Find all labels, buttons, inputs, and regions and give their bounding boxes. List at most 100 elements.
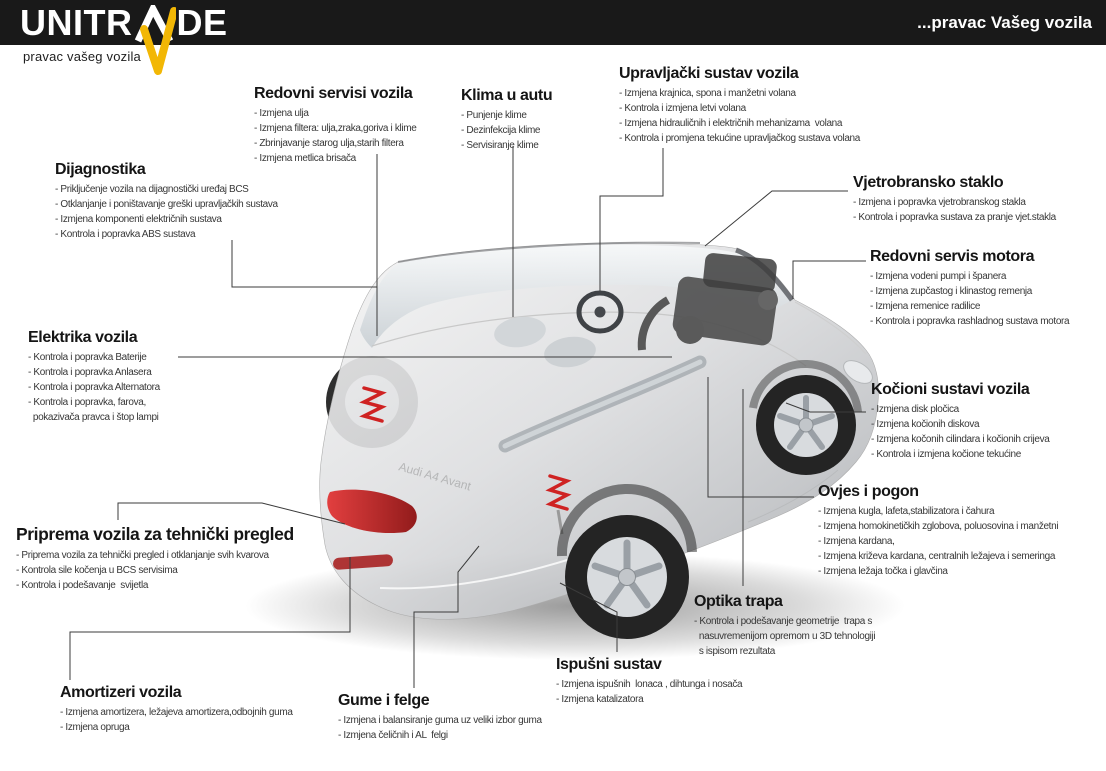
service-item: - Priključenje vozila na dijagnostički u… xyxy=(55,184,249,195)
a-pillar xyxy=(735,247,795,302)
service-item: - Punjenje klime xyxy=(461,110,527,121)
section-dijagnostika: Dijagnostika - Priključenje vozila na di… xyxy=(55,160,278,242)
service-item: - Kontrola i podešavanje svijetla xyxy=(16,580,149,591)
service-item: - Kontrola i izmjena letvi volana xyxy=(619,103,746,114)
section-title: Vjetrobransko staklo xyxy=(853,174,1004,191)
shock-rod xyxy=(556,509,564,535)
car-body xyxy=(319,242,879,620)
service-item: - Dezinfekcija klime xyxy=(461,125,541,136)
section-optika-trapa: Optika trapa - Kontrola i podešavanje ge… xyxy=(694,592,876,659)
service-item: - Izmjena amortizera, ležajeva amortizer… xyxy=(60,707,293,718)
service-item: - Izmjena čeličnih i AL felgi xyxy=(338,730,448,741)
header-slogan: ...pravac Vašeg vozila xyxy=(917,13,1092,32)
service-item: - Kontrola i izmjena kočione tekućine xyxy=(871,449,1021,460)
brand-text-left: UNITR xyxy=(20,2,133,43)
section-title: Optika trapa xyxy=(694,593,783,610)
beltline-crease xyxy=(371,311,807,367)
section-title: Elektrika vozila xyxy=(28,329,138,346)
service-item: - Kontrola i popravka Anlasera xyxy=(28,367,152,378)
wheel-arch-front-right xyxy=(749,360,862,413)
brand-text-right: DE xyxy=(176,2,228,43)
callout-line-servis-motora xyxy=(792,260,866,299)
section-klima: Klima u autu - Punjenje klime- Dezinfekc… xyxy=(461,86,553,153)
section-vjetrobransko-staklo: Vjetrobransko staklo - Izmjena i popravk… xyxy=(853,173,1056,225)
section-items: - Izmjena amortizera, ležajeva amortizer… xyxy=(60,705,293,735)
service-item: - Kontrola i popravka Baterije xyxy=(28,352,147,363)
steering-wheel xyxy=(576,290,624,334)
section-title: Ispušni sustav xyxy=(556,656,662,673)
service-item: - Kontrola i promjena tekućine upravljač… xyxy=(619,133,860,144)
section-servis-motora: Redovni servis motora - Izmjena vodeni p… xyxy=(870,247,1070,329)
section-items: - Izmjena kugla, lafeta,stabilizatora i … xyxy=(818,504,1059,579)
tail-light-lower xyxy=(333,554,393,570)
section-amortizeri: Amortizeri vozila - Izmjena amortizera, … xyxy=(60,683,293,735)
rocker-highlight xyxy=(379,527,661,590)
service-item: - Servisiranje klime xyxy=(461,140,539,151)
service-item: - Izmjena krajnica, spona i manžetni vol… xyxy=(619,88,796,99)
service-item: - Otklanjanje i poništavanje greški upra… xyxy=(55,199,278,210)
section-items: - Izmjena krajnica, spona i manžetni vol… xyxy=(619,86,860,146)
service-item: - Kontrola i popravka ABS sustava xyxy=(55,229,196,240)
service-item: - Izmjena remenice radilice xyxy=(870,301,981,312)
service-item: - Izmjena ležaja točka i glavčina xyxy=(818,566,948,577)
service-item: - Priprema vozila za tehnički pregled i … xyxy=(16,550,269,561)
tail-light xyxy=(327,489,417,534)
engine-block xyxy=(637,253,778,351)
section-items: - Punjenje klime - Dezinfekcija klime - Se… xyxy=(461,108,552,153)
callout-line-upravljacki xyxy=(599,148,664,291)
service-item: - Izmjena križeva kardana, centralnih le… xyxy=(818,551,1056,562)
coil-spring-rear xyxy=(359,386,387,423)
brand-tagline: pravac vašeg vozila xyxy=(23,49,141,64)
service-item: - Kontrola i podešavanje geometrije trap… xyxy=(694,616,873,627)
section-kocioni-sustavi: Kočioni sustavi vozila - Izmjena disk pl… xyxy=(871,380,1050,462)
service-item: - Izmjena disk pločica xyxy=(871,404,959,415)
section-items: - Priključenje vozila na dijagnostički u… xyxy=(55,182,278,242)
section-title: Ovjes i pogon xyxy=(818,483,919,500)
callout-line-ovjes xyxy=(707,377,814,498)
service-item: - Izmjena hidrauličnih i električnih meh… xyxy=(619,118,843,129)
section-items: - Izmjena i popravka vjetrobranskog stak… xyxy=(853,195,1056,225)
car-glasshouse xyxy=(360,244,792,348)
section-items: - Kontrola i podešavanje geometrije trap… xyxy=(694,614,876,659)
section-items: - Izmjena i balansiranje guma uz veliki … xyxy=(338,713,542,743)
service-item: - Kontrola i popravka rashladnog sustava… xyxy=(870,316,1070,327)
section-items: - Izmjena ulja - Izmjena filtera: ulja,zr… xyxy=(254,106,417,166)
service-item: - Izmjena katalizatora xyxy=(556,694,644,705)
service-item: - Izmjena zupčastog i klinastog remenja xyxy=(870,286,1032,297)
service-item: - Izmjena komponenti električnih sustava xyxy=(55,214,222,225)
service-item: - Izmjena filtera: ulja,zraka,goriva i k… xyxy=(254,123,417,134)
section-title: Gume i felge xyxy=(338,692,430,709)
service-item: - Izmjena metlica brisača xyxy=(254,153,356,164)
driveline xyxy=(498,355,707,453)
service-item: - Izmjena kugla, lafeta,stabilizatora i … xyxy=(818,506,995,517)
callout-line-gume xyxy=(413,545,480,688)
section-redovni-servisi: Redovni servisi vozila - Izmjena ulja- I… xyxy=(254,84,417,166)
service-item: - Izmjena ulja xyxy=(254,108,309,119)
service-item: nasuvremenijom opremom u 3D tehnologiji xyxy=(694,631,876,642)
section-items: - Izmjena vodeni pumpi i španera - Izmjen… xyxy=(870,269,1070,329)
section-title: Redovni servis motora xyxy=(870,248,1035,265)
service-item: - Izmjena vodeni pumpi i španera xyxy=(870,271,1007,282)
service-item: - Izmjena kočonih cilindara i kočionih c… xyxy=(871,434,1050,445)
wheel-arch-front-left xyxy=(556,483,697,557)
service-item: - Izmjena opruga xyxy=(60,722,130,733)
service-item: - Izmjena i popravka vjetrobranskog stak… xyxy=(853,197,1026,208)
header-bar xyxy=(0,0,1106,45)
section-title: Dijagnostika xyxy=(55,161,146,178)
section-items: - Priprema vozila za tehnički pregled i … xyxy=(16,548,294,593)
section-title: Amortizeri vozila xyxy=(60,684,182,701)
service-item: - Kontrola i popravka Alternatora xyxy=(28,382,160,393)
service-item: - Izmjena i balansiranje guma uz veliki … xyxy=(338,715,542,726)
hood-crease xyxy=(794,301,867,355)
section-ovjes-i-pogon: Ovjes i pogon - Izmjena kugla, lafeta,st… xyxy=(818,482,1059,579)
car-interior xyxy=(494,316,596,368)
section-gume-i-felge: Gume i felge - Izmjena i balansiranje gu… xyxy=(338,691,542,743)
roof-edge xyxy=(397,241,701,263)
front-left-wheel xyxy=(565,515,689,639)
section-title: Redovni servisi vozila xyxy=(254,85,413,102)
car-badge: Audi A4 Avant xyxy=(397,459,473,493)
callout-line-ispusni xyxy=(559,582,618,652)
service-item: - Izmjena homokinetičkih zglobova, poluo… xyxy=(818,521,1059,532)
section-ispusni-sustav: Ispušni sustav - Izmjena ispušnih lonaca… xyxy=(556,655,743,707)
section-title: Kočioni sustavi vozila xyxy=(871,381,1030,398)
